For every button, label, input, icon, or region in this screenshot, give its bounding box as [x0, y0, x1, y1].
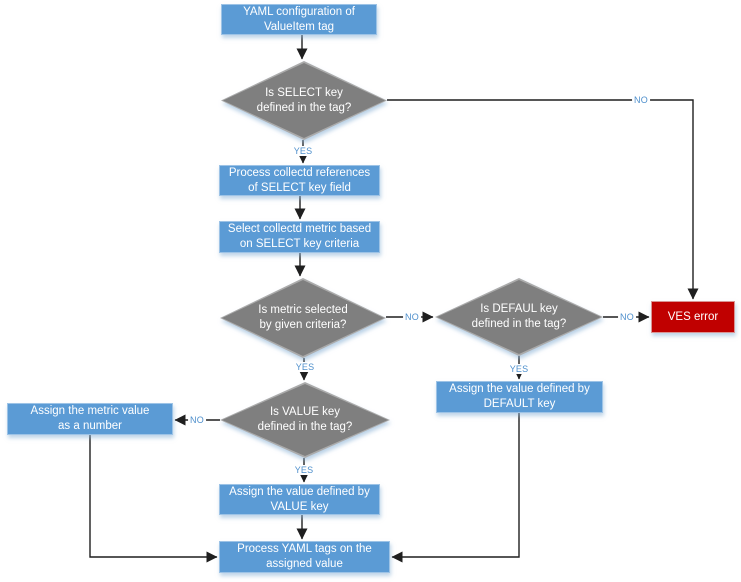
edge-label-no-selectkey: NO [632, 95, 650, 105]
node-process-refs: Process collectd references of SELECT ke… [219, 165, 380, 196]
decision-select-key: Is SELECT key defined in the tag? [221, 61, 387, 140]
decision-value-key: Is VALUE key defined in the tag? [220, 382, 390, 458]
edge-label-no-valuekey: NO [188, 415, 206, 425]
edge-label-yes-selectkey: YES [291, 146, 315, 156]
decision-select-key-label: Is SELECT key defined in the tag? [256, 86, 352, 114]
decision-metric-selected-label: Is metric selected by given criteria? [258, 304, 348, 331]
decision-default-key: Is DEFAUL key defined in the tag? [435, 278, 603, 356]
edge-label-no-metricselected: NO [403, 312, 421, 322]
node-ves-error-label: VES error [667, 310, 719, 323]
node-assign-metric: Assign the metric value as a number [7, 403, 173, 435]
edge-label-yes-metricselected: YES [293, 362, 317, 372]
node-assign-default: Assign the value defined by DEFAULT key [436, 381, 603, 413]
node-select-metric: Select collectd metric based on SELECT k… [219, 221, 380, 253]
node-process-tags-label: Process YAML tags on the assigned value [237, 543, 372, 570]
node-assign-metric-label: Assign the metric value as a number [30, 405, 150, 432]
edge-label-yes-defaultkey: YES [507, 364, 531, 374]
node-select-metric-label: Select collectd metric based on SELECT k… [227, 223, 372, 250]
node-assign-default-label: Assign the value defined by DEFAULT key [449, 383, 590, 410]
node-start-label: YAML configuration of ValueItem tag [243, 5, 355, 33]
decision-value-key-label: Is VALUE key defined in the tag? [257, 406, 353, 433]
edge-label-yes-valuekey: YES [292, 465, 316, 475]
node-assign-value: Assign the value defined by VALUE key [219, 484, 380, 515]
node-process-refs-label: Process collectd references of SELECT ke… [228, 166, 371, 194]
edge-label-no-defaultkey: NO [618, 312, 636, 322]
connector-assigndefault-processtags [391, 413, 520, 563]
connector-assignmetric-processtags [89, 435, 218, 563]
decision-default-key-label: Is DEFAUL key defined in the tag? [471, 303, 567, 330]
node-assign-value-label: Assign the value defined by VALUE key [229, 485, 370, 513]
decision-metric-selected: Is metric selected by given criteria? [220, 278, 386, 358]
node-ves-error: VES error [651, 301, 735, 333]
node-start: YAML configuration of ValueItem tag [221, 4, 377, 35]
node-process-tags: Process YAML tags on the assigned value [219, 541, 390, 573]
connector-selectkey-no-veserror [387, 99, 699, 300]
